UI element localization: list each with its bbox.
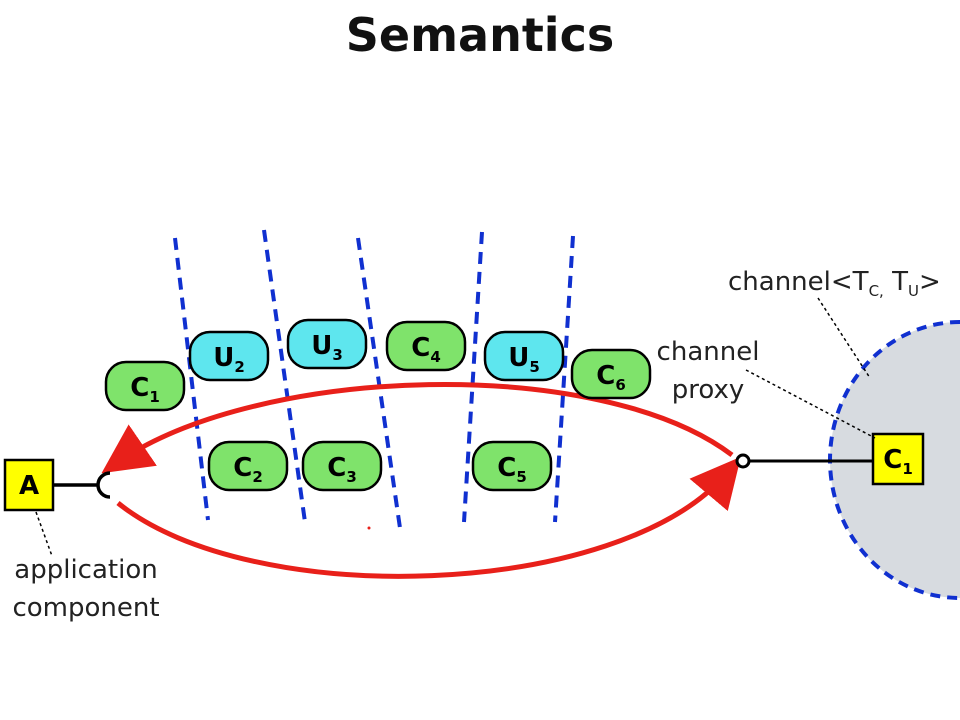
channel-label: channel<TC, TU> [728,267,941,300]
node-c2: C2 [207,440,289,492]
channel-proxy-label-2: proxy [672,375,745,405]
partition-line-1 [173,237,210,521]
partition-line-5 [553,235,575,523]
application-label-1: application [14,555,157,585]
channel-leader [817,297,871,379]
svg-text:A: A [19,471,39,501]
svg-text:C6: C6 [596,361,626,394]
node-c4: C4 [385,320,467,372]
node-c3: C3 [301,440,383,492]
node-c1: C1 [104,360,186,412]
application-label-2: component [12,593,159,623]
arrow-to-application [101,381,734,474]
arrow-to-proxy [116,456,741,579]
svg-text:C4: C4 [411,333,441,366]
channel-proxy-node: C1 [871,432,925,486]
node-u2: U2 [188,330,270,382]
page-title: Semantics [345,8,615,62]
svg-text:U2: U2 [213,343,245,376]
partition-line-3 [356,237,402,529]
svg-text:C3: C3 [327,453,357,486]
svg-text:C1: C1 [130,373,160,406]
node-u3: U3 [286,318,368,370]
application-component: A [3,458,55,512]
port-icon [735,453,751,469]
red-dot [367,526,371,530]
partition-line-4 [462,231,484,523]
node-u5: U5 [483,330,565,382]
node-c6: C6 [570,348,652,400]
svg-text:C2: C2 [233,453,263,486]
node-c5: C5 [471,440,553,492]
svg-text:C1: C1 [883,445,913,478]
socket-icon [96,471,111,499]
svg-text:U5: U5 [508,343,540,376]
application-leader [35,511,53,557]
svg-text:U3: U3 [311,331,343,364]
svg-text:C5: C5 [497,453,527,486]
proxy-leader [745,369,876,439]
partition-line-2 [262,229,307,523]
channel-proxy-label-1: channel [657,337,760,367]
